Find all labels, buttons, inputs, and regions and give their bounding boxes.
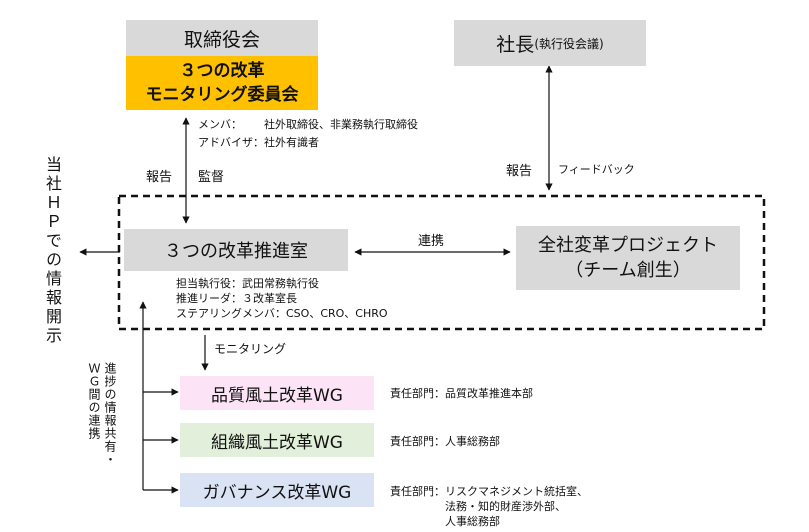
board-title: 取締役会 <box>183 28 260 51</box>
advisors-value: 社外有識者 <box>264 136 319 149</box>
organization-wg-dept-label: 責任部門： <box>390 435 445 448</box>
governance-wg-dept-2: 法務・知的財産渉外部、 <box>445 500 566 513</box>
feedback-label: フィードバック <box>558 163 635 176</box>
collaboration-region <box>117 194 766 331</box>
monitoring-label: モニタリング <box>214 342 287 356</box>
oversight-label: 監督 <box>198 170 225 185</box>
president-box: 社長(執行役会議) <box>454 20 646 66</box>
report-left-label: 報告 <box>146 170 173 185</box>
quality-wg-name: 品質風土改革WG <box>211 385 343 406</box>
promotion-office-title: ３つの改革推進室 <box>164 241 308 262</box>
committee-line2: モニタリング委員会 <box>145 85 299 105</box>
promotion-office-box: ３つの改革推進室 <box>124 229 348 271</box>
governance-wg-name: ガバナンス改革WG <box>202 482 352 503</box>
governance-wg-box: ガバナンス改革WG <box>180 473 374 507</box>
advisors-label: アドバイザ： <box>198 136 264 149</box>
promotion-detail-1: 担当執行役：武田常務執行役 <box>176 277 319 290</box>
board-box: 取締役会 <box>126 20 318 56</box>
governance-wg-dept-3: 人事総務部 <box>445 515 500 528</box>
governance-wg-dept: 責任部門： リスクマネジメント統括室、 法務・知的財産渉外部、 人事総務部 <box>390 484 588 529</box>
committee-line1: ３つの改革 <box>179 61 265 81</box>
promotion-detail-3: ステアリングメンバ：CSO、CRO、CHRO <box>176 307 388 320</box>
monitoring-committee-box: ３つの改革 モニタリング委員会 <box>126 56 318 110</box>
president-subtitle: (執行役会議) <box>534 36 604 51</box>
committee-members: メンバ： 社外取締役、非業務執行取締役 <box>198 116 418 132</box>
committee-advisors: アドバイザ：社外有識者 <box>198 134 319 150</box>
promotion-detail-2: 推進リーダ：３改革室長 <box>176 292 297 305</box>
project-line1: 全社変革プロジェクト <box>538 235 718 256</box>
quality-wg-box: 品質風土改革WG <box>180 376 374 410</box>
quality-wg-dept: 責任部門：品質改革推進本部 <box>390 385 533 401</box>
organization-wg-dept-value: 人事総務部 <box>445 435 500 448</box>
governance-wg-dept-list: リスクマネジメント統括室、 法務・知的財産渉外部、 人事総務部 <box>445 484 588 529</box>
report-right-label: 報告 <box>506 164 533 179</box>
organization-wg-box: 組織風土改革WG <box>180 423 374 457</box>
organization-wg-name: 組織風土改革WG <box>211 432 343 453</box>
collaboration-label: 連携 <box>418 234 445 249</box>
organization-wg-dept: 責任部門：人事総務部 <box>390 433 500 449</box>
members-value: 社外取締役、非業務執行取締役 <box>264 118 418 131</box>
transformation-project-box: 全社変革プロジェクト （チーム創生） <box>516 226 740 290</box>
governance-wg-dept-1: リスクマネジメント統括室、 <box>445 485 588 498</box>
governance-wg-dept-label: 責任部門： <box>390 485 445 498</box>
promotion-details: 担当執行役：武田常務執行役 推進リーダ：３改革室長 ステアリングメンバ：CSO、… <box>176 276 388 321</box>
sharing-vertical-text: 進捗の情報共有・ＷＧ間の連携 <box>87 362 117 466</box>
president-title: 社長 <box>496 33 535 56</box>
project-line2: （チーム創生） <box>565 260 691 281</box>
members-label: メンバ： <box>198 118 242 131</box>
quality-wg-dept-label: 責任部門： <box>390 387 445 400</box>
disclosure-vertical-text: 当社ＨＰでの情報開示 <box>43 156 62 346</box>
quality-wg-dept-value: 品質改革推進本部 <box>445 387 533 400</box>
